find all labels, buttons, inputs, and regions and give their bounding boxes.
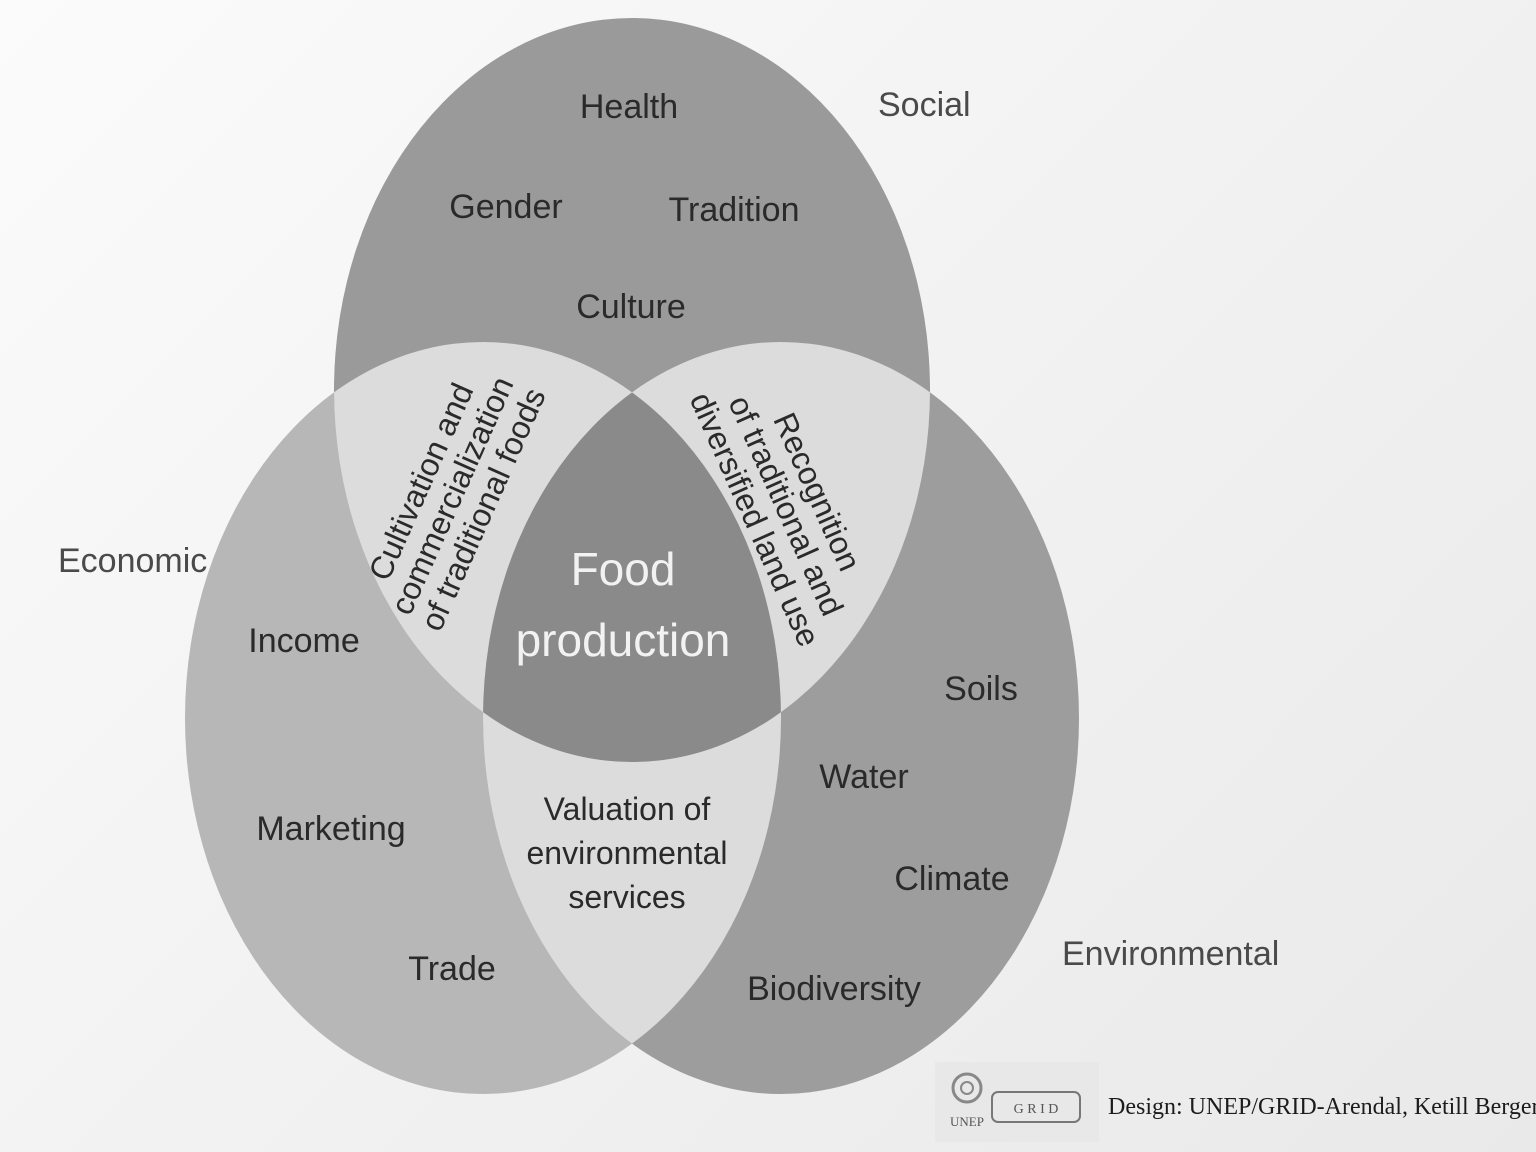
credit-logos: UNEP G R I D [935,1062,1099,1142]
social-category-label: Social [878,86,971,124]
svg-text:environmental: environmental [527,835,728,871]
overlap-economic-environmental-label: Valuation of environmental services [527,791,728,915]
environmental-item-climate: Climate [894,860,1009,898]
environmental-category-label: Environmental [1062,935,1279,973]
svg-text:UNEP: UNEP [950,1114,984,1129]
environmental-item-biodiversity: Biodiversity [747,970,921,1008]
social-item-tradition: Tradition [668,191,799,229]
unep-logo: UNEP [950,1072,984,1129]
svg-text:G R I D: G R I D [1014,1102,1059,1117]
credit-text: Design: UNEP/GRID-Arendal, Ketill Berger [1108,1094,1536,1120]
core-region [483,342,781,762]
grid-logo: G R I D [991,1091,1081,1123]
economic-item-trade: Trade [408,950,496,988]
svg-text:Valuation of: Valuation of [544,791,711,827]
environmental-item-soils: Soils [944,670,1018,708]
economic-category-label: Economic [58,542,207,580]
environmental-item-water: Water [819,758,908,796]
social-item-health: Health [580,88,678,126]
center-label-line-2: production [516,614,731,666]
social-item-gender: Gender [449,188,562,226]
social-item-culture: Culture [576,288,686,326]
svg-text:services: services [568,879,685,915]
economic-item-marketing: Marketing [256,810,405,848]
economic-item-income: Income [248,622,360,660]
center-label-line-1: Food [571,543,676,595]
